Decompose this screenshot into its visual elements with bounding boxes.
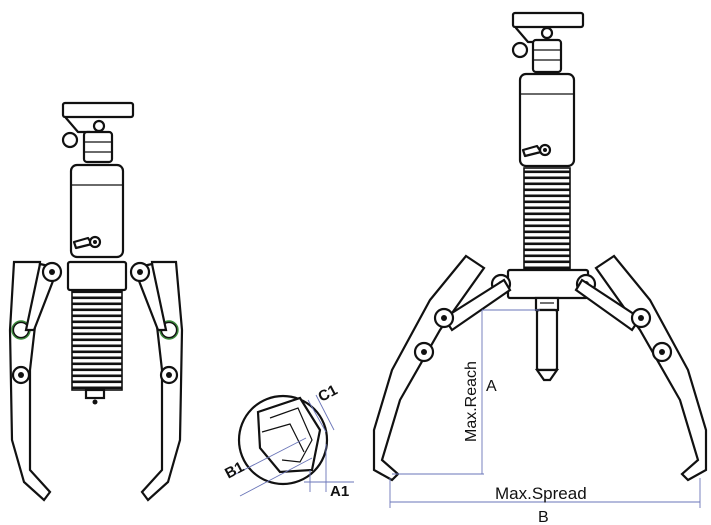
pump-handle-left xyxy=(61,101,135,164)
max-reach-label: Max.Reach xyxy=(463,361,480,442)
puller-closed-view xyxy=(8,101,184,502)
yoke-left xyxy=(66,260,128,292)
dimension-a1-label: A1 xyxy=(330,483,349,500)
puller-open-view: Max.Reach A Max.Spread B xyxy=(372,11,708,525)
jaw-arm-left-inner xyxy=(24,261,63,332)
dimension-a-label: A xyxy=(486,378,497,395)
dimension-b-label: B xyxy=(538,509,549,525)
jaw-tip-detail: C1 B1 A1 xyxy=(222,382,354,500)
ram-extension xyxy=(535,308,559,372)
ram-screw-right xyxy=(523,167,571,273)
hydraulic-cylinder-left xyxy=(69,163,125,259)
release-valve-icon xyxy=(521,143,552,158)
max-spread-label: Max.Spread xyxy=(495,484,587,503)
dimension-b1-label: B1 xyxy=(222,458,247,482)
release-valve-icon xyxy=(72,235,102,250)
pump-handle-right xyxy=(511,11,585,74)
jaw-arm-left-open xyxy=(372,254,512,482)
ram-screw-left xyxy=(71,289,123,391)
jaw-arm-right-open xyxy=(574,254,708,482)
hydraulic-cylinder-right xyxy=(518,72,576,168)
jaw-arm-right-inner xyxy=(129,261,168,332)
